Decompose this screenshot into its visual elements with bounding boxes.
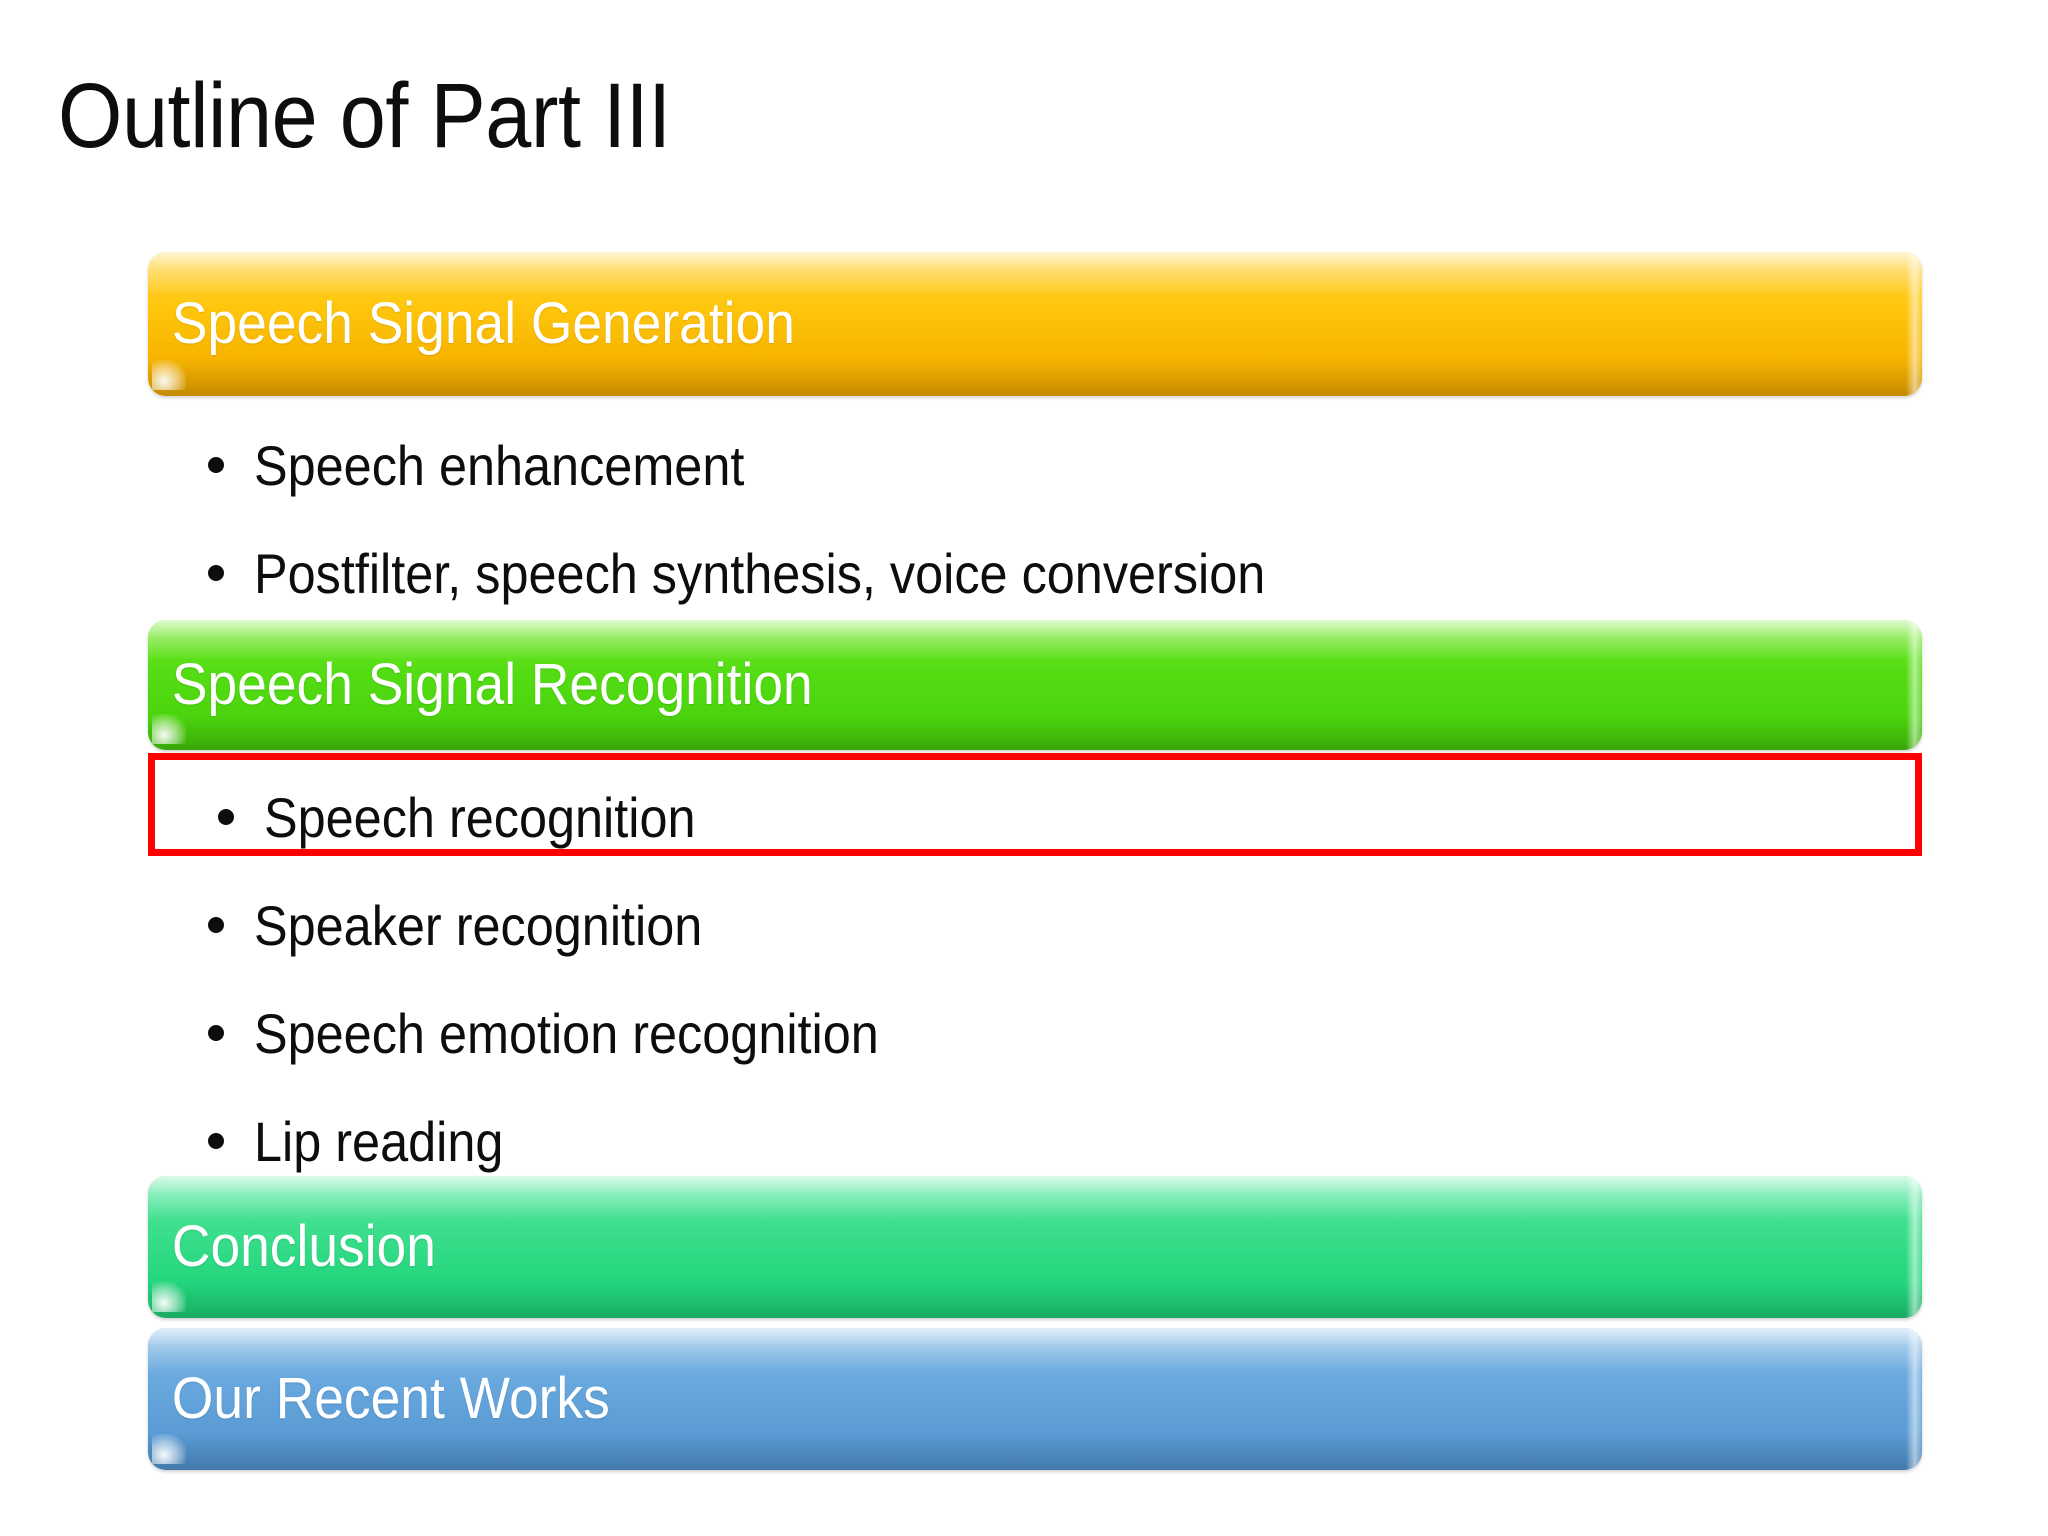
list-item: Speaker recognition [208,898,752,954]
banner-gloss-highlight [148,252,1922,296]
bullet-dot-icon [208,917,224,933]
list-item: Postfilter, speech synthesis, voice conv… [208,546,1378,602]
bullet-dot-icon [218,809,234,825]
list-item-label: Speaker recognition [254,894,703,957]
list-item: Speech enhancement [208,438,799,494]
banner-shade [148,358,1922,396]
banner-right-bevel-icon [1906,1176,1922,1318]
banner-shade [148,1433,1922,1470]
banner-gloss-highlight [148,1176,1922,1219]
section-banner-generation[interactable]: Speech Signal Generation [148,252,1922,396]
banner-shade [148,1281,1922,1318]
banner-corner-glint-icon [152,1282,186,1312]
section-banner-conclusion[interactable]: Conclusion [148,1176,1922,1318]
bullet-dot-icon [208,1025,224,1041]
banner-gloss-highlight [148,1328,1922,1371]
bullet-dot-icon [208,457,224,473]
section-banner-label-recognition: Speech Signal Recognition [171,652,813,717]
banner-corner-glint-icon [152,1434,186,1464]
section-banner-label-conclusion: Conclusion [171,1214,436,1279]
banner-right-bevel-icon [1906,1328,1922,1470]
banner-corner-glint-icon [152,714,186,744]
page-title: Outline of Part III [58,65,671,167]
banner-corner-glint-icon [152,360,186,390]
bullet-dot-icon [208,565,224,581]
section-banner-recognition[interactable]: Speech Signal Recognition [148,620,1922,750]
list-item: Speech emotion recognition [208,1006,948,1062]
list-item: Lip reading [208,1114,531,1170]
list-item-label: Speech enhancement [254,434,745,497]
list-item-label: Postfilter, speech synthesis, voice conv… [254,542,1266,605]
section-banner-label-generation: Speech Signal Generation [171,291,795,356]
banner-right-bevel-icon [1906,620,1922,750]
highlight-box-speech-recognition [148,753,1922,856]
section-banner-recent-works[interactable]: Our Recent Works [148,1328,1922,1470]
list-item-label: Speech recognition [264,786,696,849]
list-item: Speech recognition [218,790,743,846]
list-item-label: Speech emotion recognition [254,1002,879,1065]
section-banner-label-recent-works: Our Recent Works [171,1366,610,1431]
bullet-dot-icon [208,1133,224,1149]
banner-shade [148,716,1922,750]
banner-right-bevel-icon [1906,252,1922,396]
list-item-label: Lip reading [254,1110,504,1173]
